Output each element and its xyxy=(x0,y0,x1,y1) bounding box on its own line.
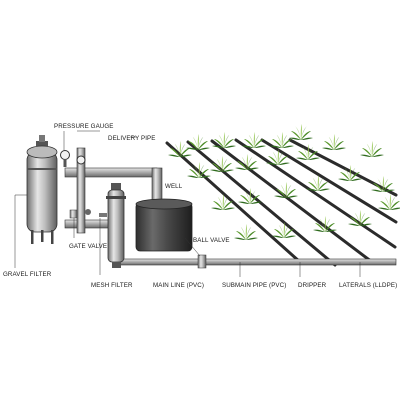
label-mesh-filter: MESH FILTER xyxy=(91,282,133,289)
plant xyxy=(234,224,258,240)
plant xyxy=(289,124,313,140)
plant xyxy=(274,182,298,198)
plant xyxy=(371,176,395,192)
plant xyxy=(360,141,384,157)
plant xyxy=(210,156,234,172)
label-pressure-gauge: PRESSURE GAUGE xyxy=(54,123,114,130)
label-well: WELL xyxy=(165,183,183,190)
label-gate-valve: GATE VALVE xyxy=(69,243,107,250)
label-delivery-pipe: DELIVERY PIPE xyxy=(108,135,156,142)
plant xyxy=(272,222,296,238)
laterals xyxy=(165,138,398,267)
label-laterals: LATERALS (LLDPE) xyxy=(339,282,397,289)
gravel-filter xyxy=(26,135,58,244)
plant xyxy=(211,194,235,210)
pressure-gauges xyxy=(60,150,86,167)
lateral-line-4 xyxy=(234,138,397,249)
delivery-pipe xyxy=(64,147,163,234)
plant xyxy=(235,154,259,170)
plant xyxy=(186,134,210,150)
gate-valve-handle-icon xyxy=(85,209,91,215)
gate-valve-body xyxy=(69,209,78,219)
gate-valves xyxy=(69,209,91,219)
label-main-line: MAIN LINE (PVC) xyxy=(153,282,204,289)
pressure-gauge-icon xyxy=(76,155,86,165)
label-ball-valve: BALL VALVE xyxy=(193,237,230,244)
lateral-line-5 xyxy=(260,138,398,224)
leader-lines xyxy=(14,130,361,277)
lateral-line-1 xyxy=(165,141,302,264)
label-gravel-filter: GRAVEL FILTER xyxy=(3,271,52,278)
plant xyxy=(348,210,372,226)
label-submain-pipe: SUBMAIN PIPE (PVC) xyxy=(222,282,286,289)
well-tank xyxy=(135,198,193,252)
label-dripper: DRIPPER xyxy=(298,282,327,289)
submain-pipe xyxy=(119,254,397,269)
plant xyxy=(322,134,346,150)
ball-valve-body xyxy=(197,254,207,269)
lateral-line-2 xyxy=(186,140,337,267)
plant xyxy=(378,194,400,210)
labels: PRESSURE GAUGE DELIVERY PIPE WELL GRAVEL… xyxy=(3,123,397,289)
mesh-filter xyxy=(99,183,126,268)
lateral-line-3 xyxy=(210,139,374,264)
pressure-gauge-icon xyxy=(60,150,70,160)
